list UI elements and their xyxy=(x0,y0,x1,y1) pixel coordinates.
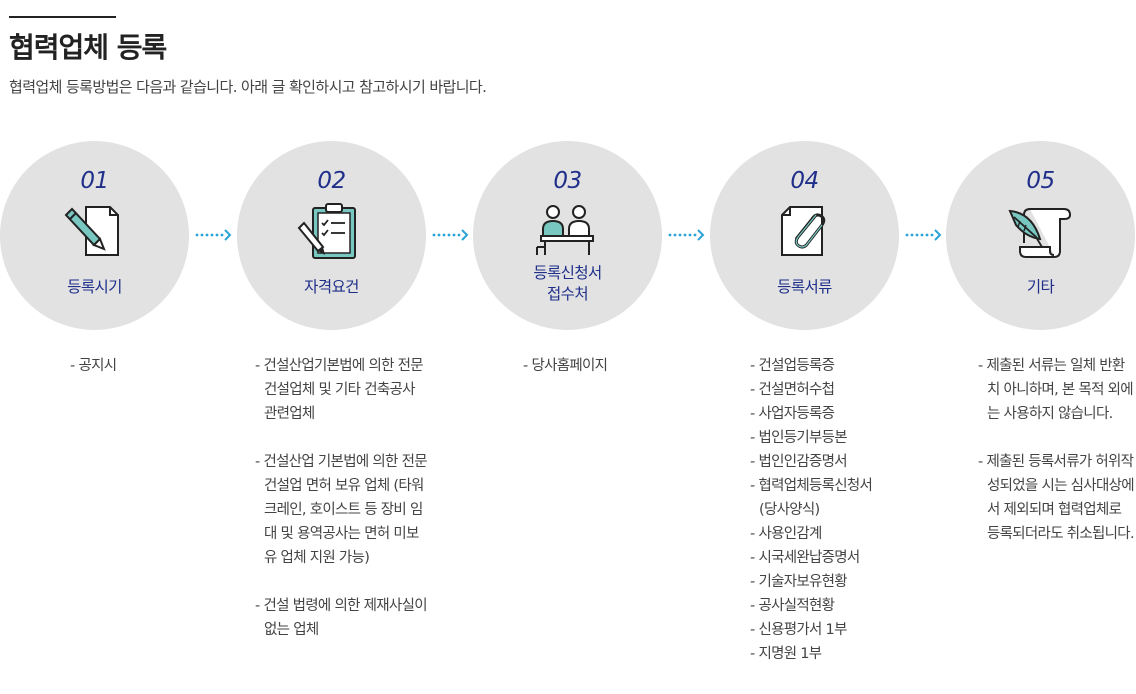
step-03-details: - 당사홈페이지 xyxy=(523,354,623,378)
detail-item: - 지명원 1부 xyxy=(750,646,822,662)
step-label: 등록시기 xyxy=(67,278,122,296)
detail-item: - 신용평가서 1부 xyxy=(750,622,847,638)
step-03-circle: 03 등록신청서 접수처 xyxy=(473,141,662,330)
step-02-details: - 건설산업기본법에 의한 전문건설업체 및 기타 건축공사 관련업체 - 건설… xyxy=(255,354,431,642)
title-rule xyxy=(9,16,116,18)
detail-item: - 건설산업기본법에 의한 전문건설업체 및 기타 건축공사 관련업체 xyxy=(255,358,424,422)
clipboard-checklist-icon xyxy=(297,203,365,259)
dotted-arrow-icon xyxy=(667,226,705,244)
step-02-circle: 02 자격요건 xyxy=(237,141,426,330)
detail-item: - 당사홈페이지 xyxy=(523,358,608,374)
step-05-circle: 05 기타 xyxy=(946,141,1135,330)
step-05-details: - 제출된 서류는 일체 반환치 아니하며, 본 목적 외에는 사용하지 않습니… xyxy=(978,354,1135,546)
detail-item: - 제출된 등록서류가 허위작성되었을 시는 심사대상에서 제외되며 협력업체로… xyxy=(978,454,1135,542)
detail-item: - 건설 법령에 의한 제재사실이 없는 업체 xyxy=(255,598,428,638)
step-label: 등록신청서 접수처 xyxy=(533,264,602,303)
detail-item: - 공사실적현황 xyxy=(750,598,835,614)
people-desk-icon xyxy=(533,203,601,259)
pen-document-icon xyxy=(60,203,128,259)
step-04-circle: 04 등록서류 xyxy=(710,141,899,330)
detail-item: - 기술자보유현황 xyxy=(750,574,848,590)
feather-scroll-icon xyxy=(1006,203,1074,259)
step-01-details: - 공지시 xyxy=(70,354,130,378)
detail-item: - 협력업체등록신청서 (당사양식) xyxy=(750,478,873,518)
detail-item: - 사용인감계 xyxy=(750,526,822,542)
detail-item: - 건설업등록증 xyxy=(750,358,835,374)
page-title: 협력업체 등록 xyxy=(9,31,167,64)
step-01-circle: 01 등록시기 xyxy=(0,141,189,330)
detail-item: - 법인인감증명서 xyxy=(750,454,848,470)
paperclip-document-icon xyxy=(770,203,838,259)
step-04-details: - 건설업등록증 - 건설면허수첩 - 사업자등록증 - 법인등기부등본 - 법… xyxy=(750,354,890,666)
page-description: 협력업체 등록방법은 다음과 같습니다. 아래 글 확인하시고 참고하시기 바랍… xyxy=(9,78,487,96)
detail-item: - 건설면허수첩 xyxy=(750,382,835,398)
step-number: 02 xyxy=(317,168,346,194)
step-number: 04 xyxy=(790,168,819,194)
detail-item: - 법인등기부등본 xyxy=(750,430,848,446)
step-label: 등록서류 xyxy=(777,278,832,296)
step-label: 기타 xyxy=(1026,278,1055,296)
detail-item: - 사업자등록증 xyxy=(750,406,835,422)
step-number: 01 xyxy=(80,168,109,194)
step-number: 05 xyxy=(1026,168,1055,194)
dotted-arrow-icon xyxy=(194,226,232,244)
step-label: 자격요건 xyxy=(304,278,359,296)
detail-item: - 제출된 서류는 일체 반환치 아니하며, 본 목적 외에는 사용하지 않습니… xyxy=(978,358,1134,422)
dotted-arrow-icon xyxy=(431,226,469,244)
detail-item: - 건설산업 기본법에 의한 전문건설업 면허 보유 업체 (타워크레인, 호이… xyxy=(255,454,428,566)
step-number: 03 xyxy=(553,168,582,194)
dotted-arrow-icon xyxy=(904,226,942,244)
detail-item: - 시국세완납증명서 xyxy=(750,550,860,566)
detail-item: - 공지시 xyxy=(70,358,117,374)
